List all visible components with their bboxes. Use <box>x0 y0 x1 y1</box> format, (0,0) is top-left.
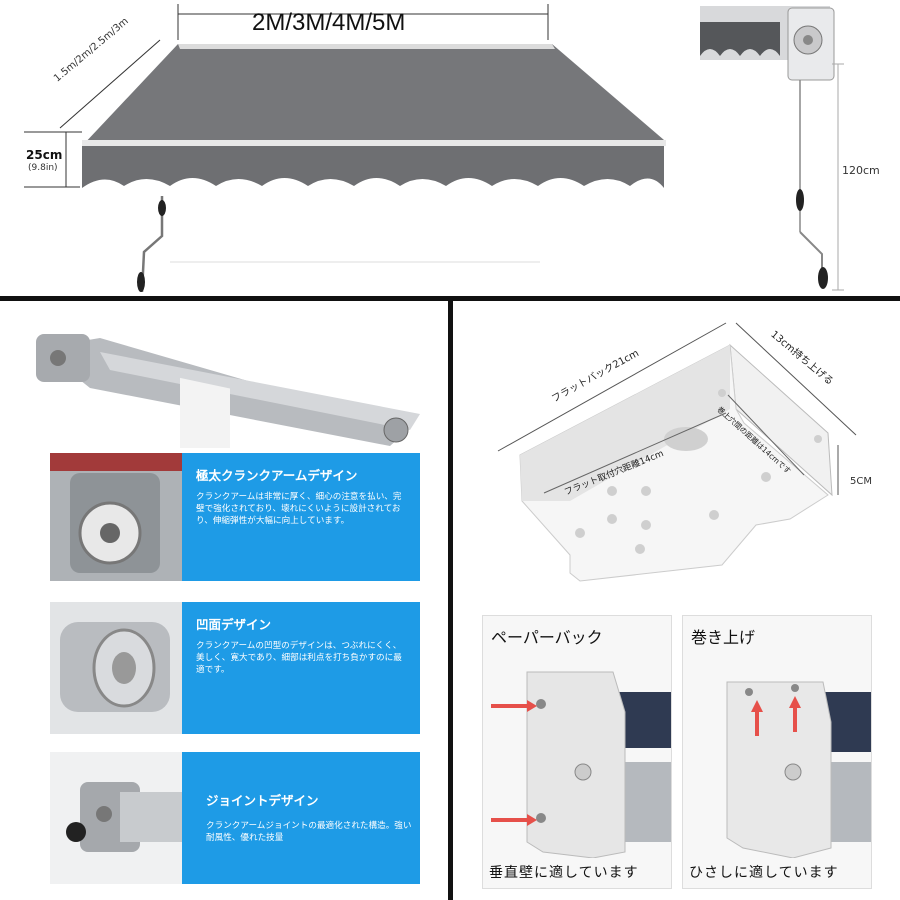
vertical-divider <box>448 300 453 900</box>
joint-design-image <box>50 752 182 884</box>
crank-mechanism-illustration <box>700 6 844 291</box>
feature-box-joint-design: ジョイントデザイン クランクアームジョイントの最適化された構造。強い耐風性、優れ… <box>182 752 420 884</box>
height-label: 5CM <box>850 476 872 487</box>
feature-desc: クランクアームは非常に厚く、細心の注意を払い、完璧で強化されており、壊れにくいよ… <box>196 492 402 526</box>
feature-box-thick-crank-arm: 極太クランクアームデザイン クランクアームは非常に厚く、細心の注意を払い、完璧で… <box>182 453 420 581</box>
folding-arm-illustration <box>36 334 420 448</box>
horizontal-divider <box>0 296 900 301</box>
awning-illustration <box>24 4 666 293</box>
panel-rollup-install: 巻き上げ ひさしに適しています <box>682 615 872 889</box>
valance-label: 25cm <box>26 148 63 162</box>
panel-caption: ひさしに適しています <box>689 865 839 881</box>
panel-title: 巻き上げ <box>691 628 756 647</box>
valance-sub-label: (9.8in) <box>28 163 58 173</box>
concave-design-image <box>50 602 182 734</box>
bracket-diagram <box>497 322 857 582</box>
feature-title: ジョイントデザイン <box>206 793 319 808</box>
eave-mount-illustration <box>726 681 871 858</box>
width-label: 2M/3M/4M/5M <box>252 9 406 36</box>
panel-paperback-install: ペーパーバック 垂直壁に適しています <box>482 615 672 889</box>
panel-caption: 垂直壁に適しています <box>489 865 639 881</box>
feature-desc: クランクアームの凹型のデザインは、つぶれにくく、美しく、寛大であり、細部は利点を… <box>196 641 402 675</box>
crank-length-label: 120cm <box>842 164 880 177</box>
crank-arm-closeup-image <box>50 453 182 581</box>
feature-desc: クランクアームジョイントの最適化された構造。強い耐風性、優れた技量 <box>206 821 412 843</box>
feature-box-concave-design: 凹面デザイン クランクアームの凹型のデザインは、つぶれにくく、美しく、寛大であり… <box>182 602 420 734</box>
feature-title: 極太クランクアームデザイン <box>196 468 358 483</box>
wall-mount-illustration <box>491 671 671 858</box>
panel-title: ペーパーバック <box>491 628 603 647</box>
feature-title: 凹面デザイン <box>196 617 272 632</box>
